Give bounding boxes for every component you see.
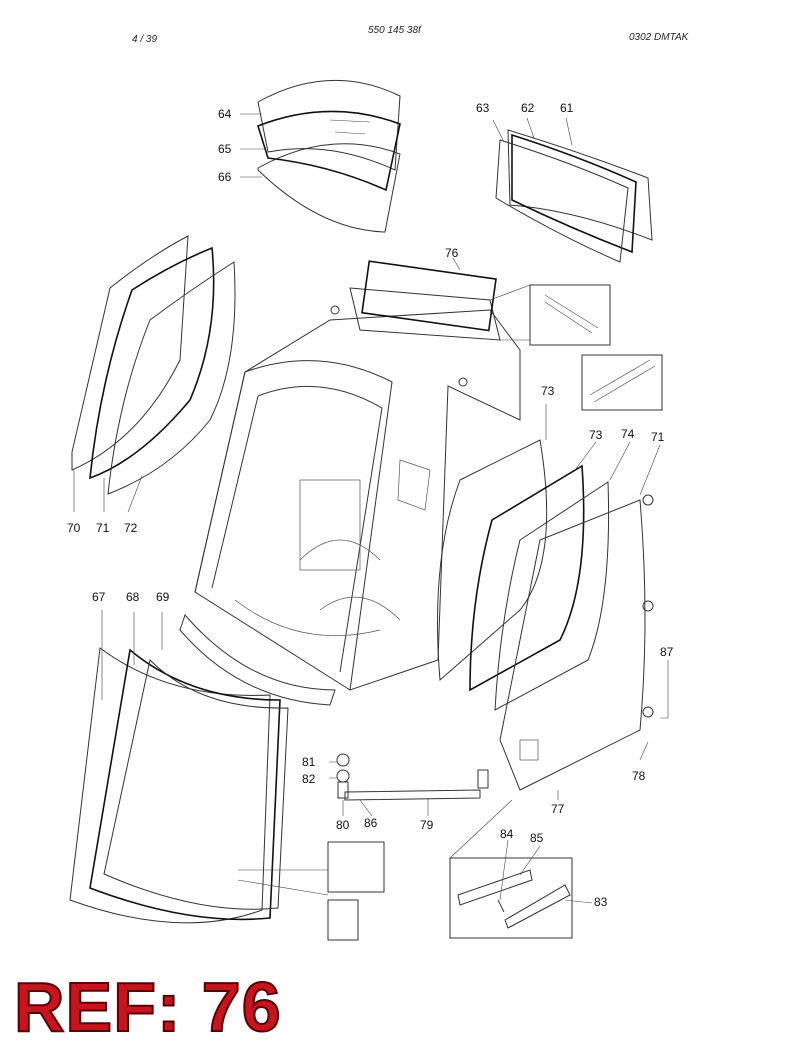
callout-64: 64 <box>218 107 232 121</box>
callout-67: 67 <box>92 590 106 604</box>
callout-61: 61 <box>560 101 574 115</box>
callout-76: 76 <box>445 246 459 260</box>
callout-84: 84 <box>500 827 514 841</box>
reference-label: REF: 76 <box>13 968 282 1046</box>
callout-73-upper: 73 <box>541 384 555 398</box>
callout-77: 77 <box>551 802 565 816</box>
callout-86: 86 <box>364 816 378 830</box>
callout-69: 69 <box>156 590 170 604</box>
front-glass-group <box>69 610 385 941</box>
callout-65: 65 <box>218 142 232 156</box>
callout-71-left: 71 <box>96 521 110 535</box>
callout-78: 78 <box>632 769 646 783</box>
callout-68: 68 <box>126 590 140 604</box>
part-number: 550 145 38f <box>368 25 421 36</box>
callout-87: 87 <box>660 645 674 659</box>
rail-detail <box>449 799 593 939</box>
cab-frame <box>194 257 663 691</box>
callout-63: 63 <box>476 101 490 115</box>
callout-74: 74 <box>621 427 635 441</box>
right-glass-group <box>437 404 661 711</box>
callout-79: 79 <box>420 818 434 832</box>
callout-66: 66 <box>218 170 232 184</box>
callout-82: 82 <box>302 772 316 786</box>
callout-62: 62 <box>521 101 535 115</box>
callout-73-lower: 73 <box>589 428 603 442</box>
callout-85: 85 <box>530 831 544 845</box>
callout-70: 70 <box>67 521 81 535</box>
callout-71-right: 71 <box>651 430 665 444</box>
page-number: 4 / 39 <box>132 34 158 45</box>
callout-80: 80 <box>336 818 350 832</box>
roof-glass-group <box>240 79 401 233</box>
hardware-group <box>329 753 489 817</box>
callout-81: 81 <box>302 755 316 769</box>
document-code: 0302 DMTAK <box>629 32 689 43</box>
door-77 <box>499 494 669 800</box>
callout-83: 83 <box>594 895 608 909</box>
callout-72: 72 <box>124 521 138 535</box>
rear-glass-group <box>492 117 653 263</box>
left-glass-group <box>71 235 236 513</box>
